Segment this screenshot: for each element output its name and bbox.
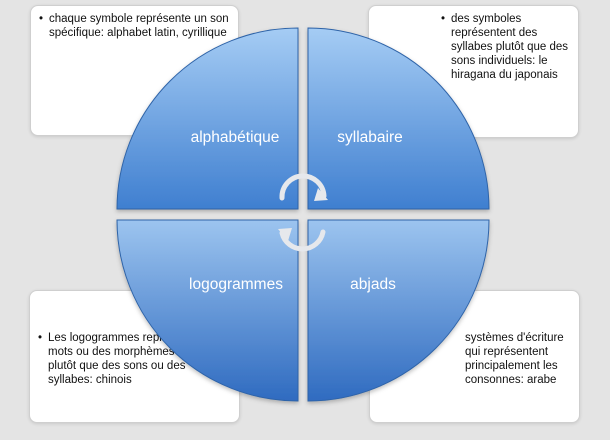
segment-logogrammes: [116, 219, 299, 402]
segment-label-alphabetique: alphabétique: [191, 129, 280, 146]
bullet-icon: •: [38, 332, 43, 344]
segment-label-syllabaire: syllabaire: [337, 129, 402, 146]
segment-label-abjads: abjads: [350, 276, 396, 293]
card-syllabaire-list: • des symboles représentent des syllabes …: [441, 12, 568, 82]
circular-arrows-icon: [278, 173, 328, 252]
bullet-icon: •: [39, 13, 44, 25]
card-alphabetique-item: • chaque symbole représente un son spécif…: [39, 12, 230, 40]
segment-abjads: [307, 219, 490, 402]
card-syllabaire-text: des symboles représentent des syllabes p…: [451, 13, 568, 81]
card-alphabetique-list: • chaque symbole représente un son spécif…: [39, 12, 230, 40]
segment-alphabetique: [116, 27, 299, 210]
segment-label-logogrammes: logogrammes: [189, 276, 283, 293]
bullet-icon: •: [441, 13, 446, 25]
segment-syllabaire: [307, 27, 490, 210]
card-alphabetique-text: chaque symbole représente un son spécifi…: [49, 13, 229, 39]
card-syllabaire-item: • des symboles représentent des syllabes …: [441, 12, 568, 82]
card-abjads-text: systèmes d'écriture qui représentent pri…: [465, 332, 564, 386]
